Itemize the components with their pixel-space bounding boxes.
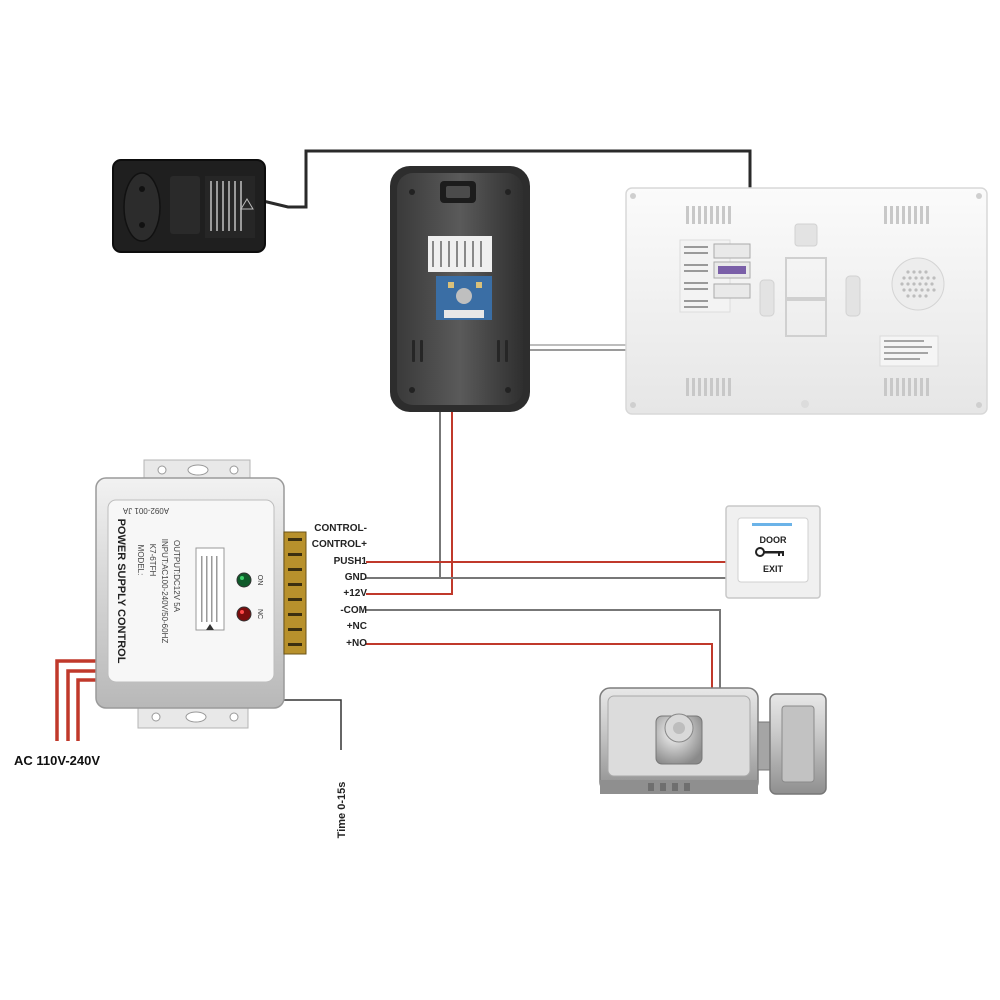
psu-title: POWER SUPPLY CONTROL [115, 519, 127, 664]
exit-button-bottom-label: EXIT [763, 564, 784, 574]
monitor-top-vents [686, 206, 929, 224]
terminal-label-push1: PUSH1 [334, 556, 368, 567]
indoor-monitor [625, 187, 988, 415]
lock-wire-com [366, 609, 721, 688]
psu-model-code: A092-001 JA [122, 506, 169, 515]
psu-warning-icon [206, 624, 214, 630]
terminal-label-control: CONTROL- [314, 523, 367, 534]
panel-label-sticker [428, 236, 492, 272]
led-red [236, 606, 252, 622]
monitor-bottom-vents [686, 378, 929, 396]
panel-unlock-wire-gray [366, 412, 441, 579]
eu-plug-icon [123, 172, 161, 242]
led-on-label: ON [256, 575, 263, 586]
psu-output: OUTPUT:DC12V 5A [172, 540, 181, 613]
warning-icon [240, 198, 254, 210]
panel-unlock-wire-red [366, 412, 453, 595]
terminal-label-gnd: GND [345, 572, 367, 583]
adapter-cable [262, 149, 752, 257]
outdoor-camera-panel [390, 166, 530, 412]
terminal-label-control: CONTROL+ [312, 539, 367, 550]
power-supply-controller: A092-001 JA POWER SUPPLY CONTROL MODEL: … [95, 459, 307, 729]
ac-voltage-label: AC 110V-240V [14, 753, 100, 768]
terminal-label-no: +NO [346, 638, 367, 649]
led-green [236, 572, 252, 588]
psu-model-label: MODEL: [136, 545, 145, 576]
timer-range-label: Time 0-15s [336, 782, 348, 839]
exit-button-top-label: DOOR [760, 535, 788, 545]
psu-input: INPUT:AC100-240V/50-60HZ [160, 539, 169, 644]
ac-wire-1 [55, 659, 97, 741]
electric-lock [599, 687, 827, 795]
monitor-speaker-grille [891, 257, 945, 311]
monitor-connector-1 [713, 243, 751, 259]
terminal-label-nc: +NC [347, 621, 367, 632]
door-exit-button: DOOR EXIT [725, 505, 821, 599]
terminal-label-com: -COM [340, 605, 367, 616]
time-pointer [283, 699, 342, 750]
monitor-connector-3 [713, 283, 751, 299]
terminal-label-12v: +12V [343, 588, 367, 599]
psu-model-number: K7-6TFH [148, 544, 157, 577]
power-adapter [112, 159, 266, 253]
key-icon [755, 547, 784, 557]
lock-wire-no [366, 643, 713, 688]
ac-wire-2 [66, 669, 97, 741]
led-nc-label: NC [256, 609, 263, 619]
psu-terminal-block [283, 531, 307, 655]
